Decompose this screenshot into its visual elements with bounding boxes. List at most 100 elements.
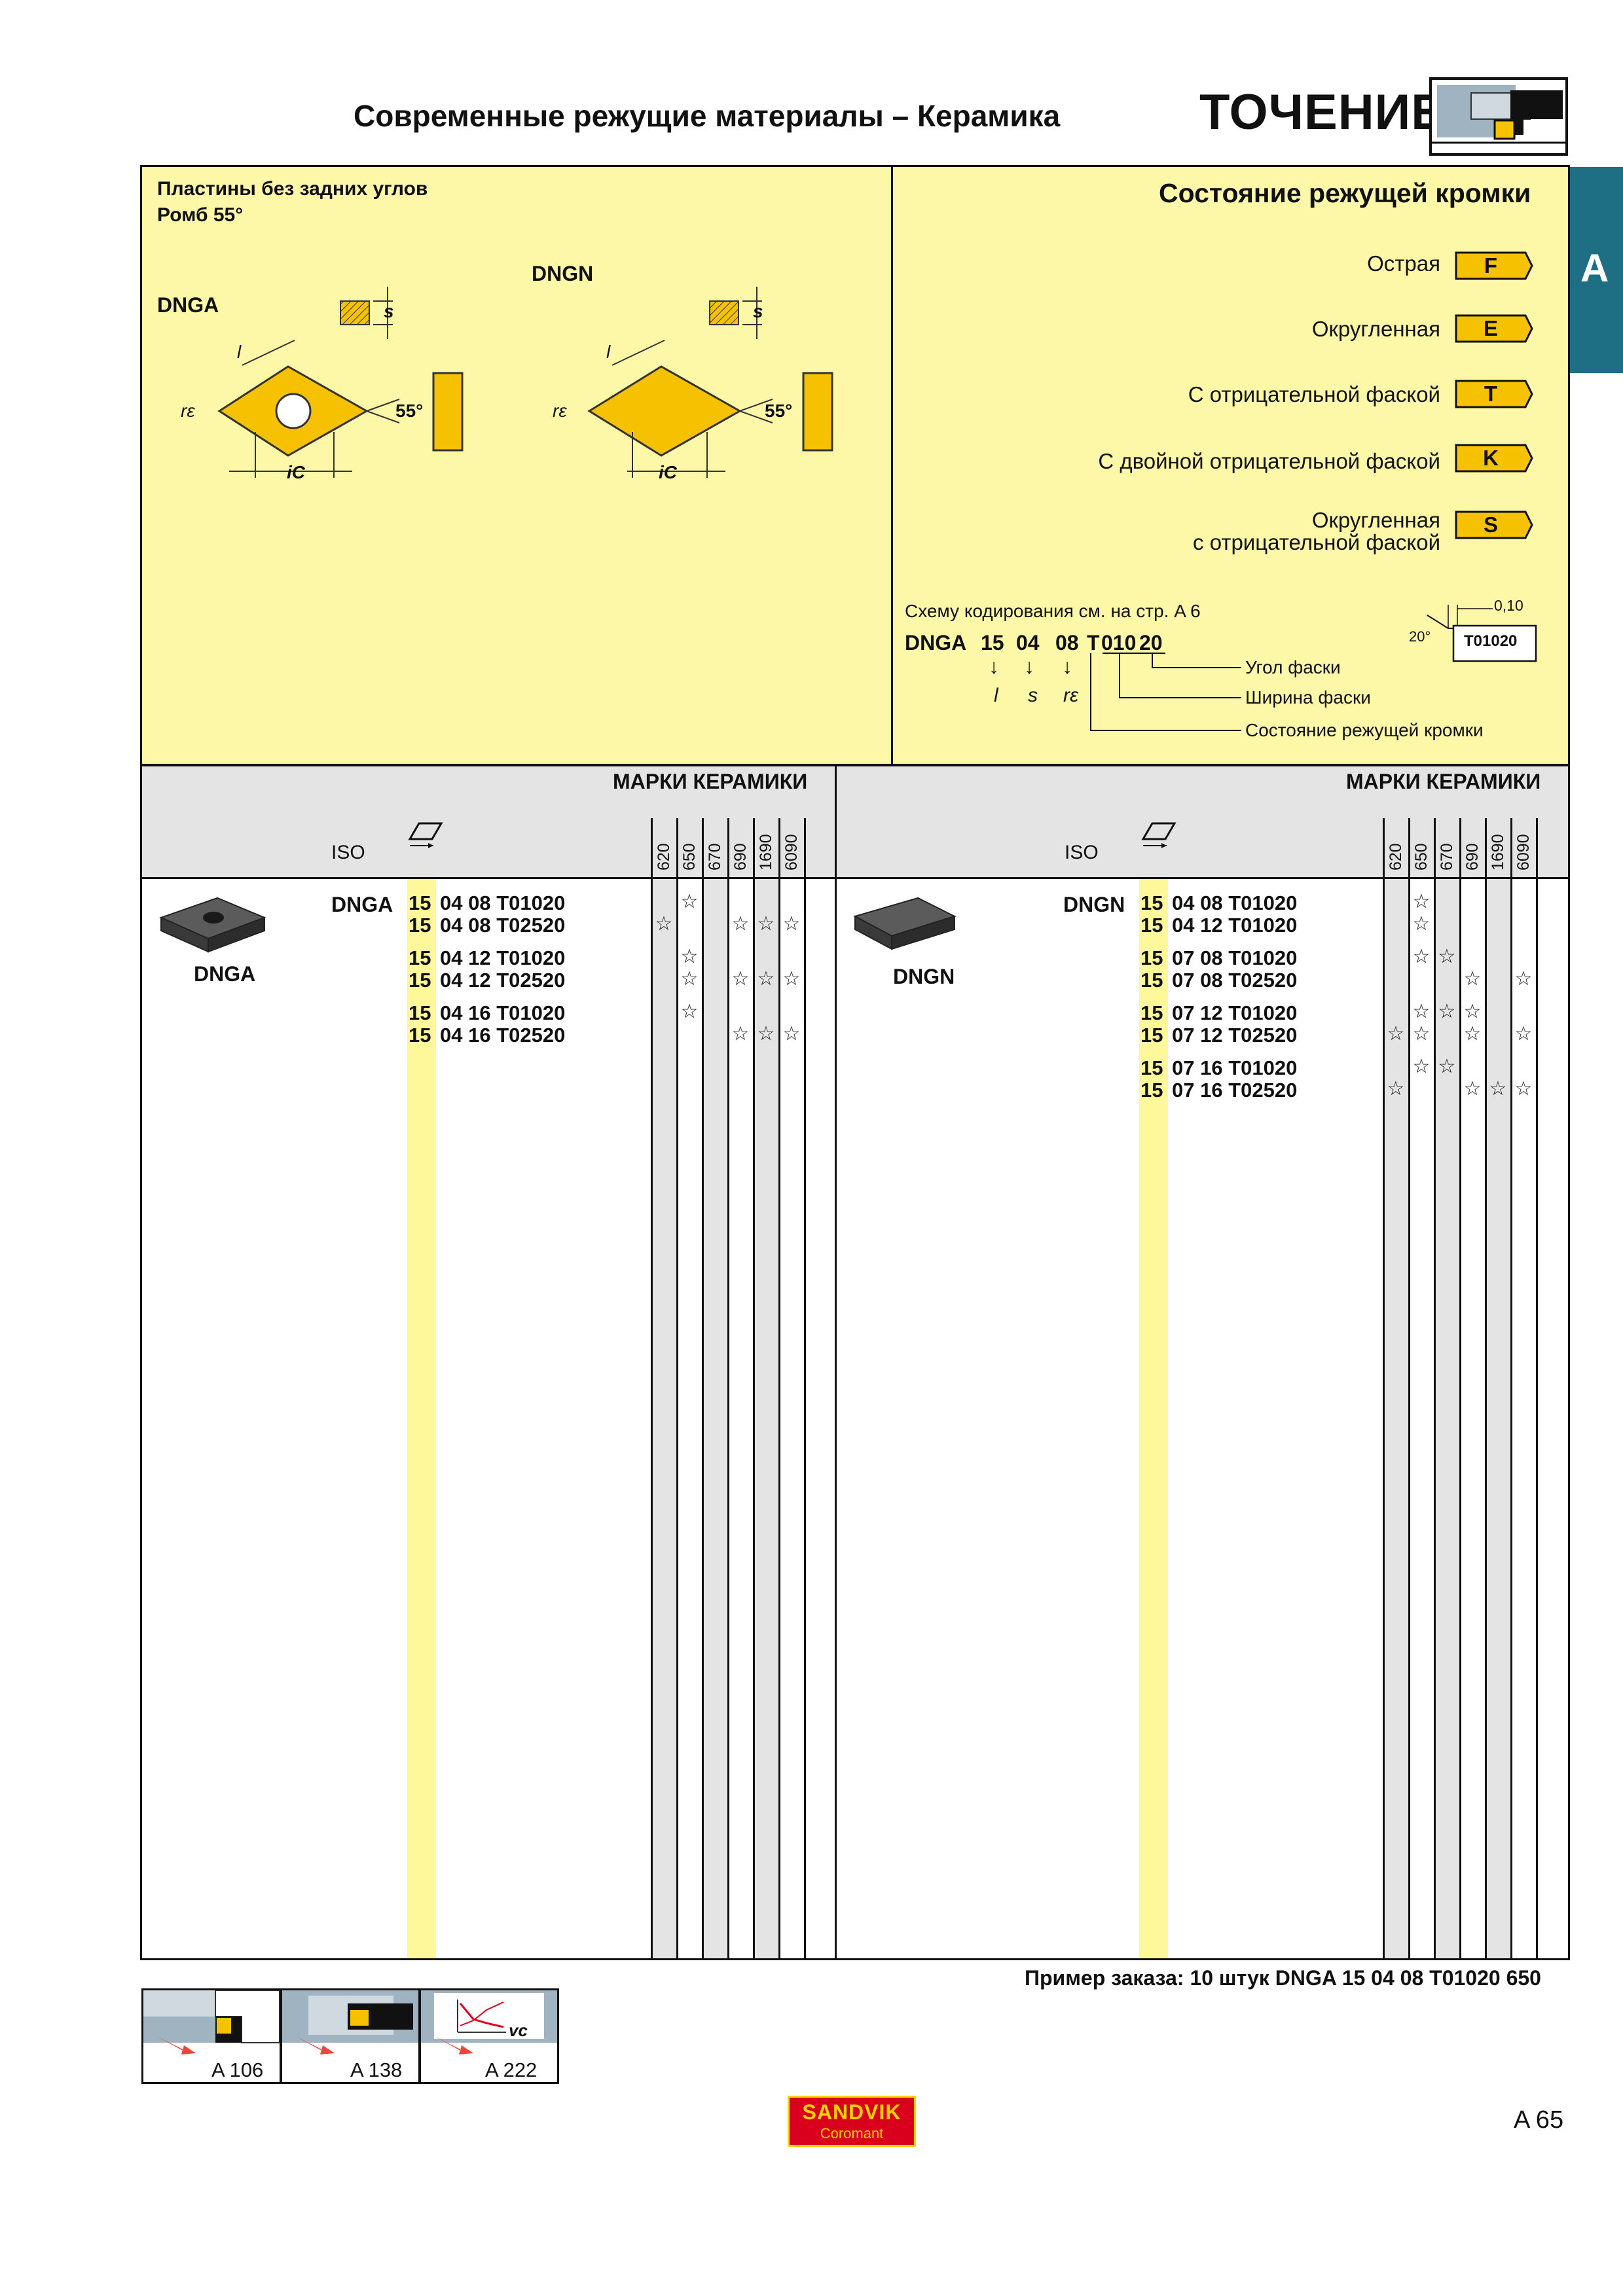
right-grade-mark: ☆ [1514, 1023, 1533, 1045]
left-grade-mark: ☆ [731, 968, 750, 990]
insert2-angle: 55° [765, 401, 793, 421]
right-grade-col-fill [1383, 877, 1408, 1960]
left-grade-mark: ☆ [782, 1023, 801, 1045]
insert1-name: DNGA [157, 293, 219, 317]
insert1-angle: 55° [395, 401, 424, 421]
right-grade-mark: ☆ [1412, 913, 1431, 935]
right-grade-mark: ☆ [1412, 891, 1431, 912]
right-grade-label: 650 [1412, 843, 1431, 870]
right-image-label: DNGN [893, 965, 955, 988]
order-example: Пример заказа: 10 штук DNGA 15 04 08 T01… [1025, 1966, 1541, 1990]
coding-arrow-s: ↓ [1024, 655, 1034, 678]
right-grade-label: 620 [1387, 843, 1405, 870]
coding-note: Схему кодирования см. на стр. A 6 [905, 601, 1201, 621]
left-grade-mark: ☆ [757, 913, 775, 935]
page-title: ТОЧЕНИЕ [1199, 84, 1445, 140]
left-row-size: 15 [409, 1001, 431, 1024]
left-row-code: 04 08 T02520 [440, 914, 566, 937]
edge-label-chamfer: С отрицательной фаской [1188, 382, 1440, 406]
right-grade-mark: ☆ [1514, 968, 1533, 990]
insert1-dim-ic: iC [287, 462, 305, 482]
insert-heading-line2: Ромб 55° [157, 204, 244, 226]
coding-sym-s: s [1028, 685, 1038, 706]
right-row-size: 15 [1140, 1001, 1163, 1024]
section-tab[interactable]: A [1570, 167, 1623, 373]
coding-legend-condition: Состояние режущей кромки [1245, 720, 1484, 740]
right-grade-col-line [1459, 818, 1461, 1960]
nav-cutting-data-icon [421, 1990, 557, 2054]
left-grade-mark: ☆ [757, 1023, 775, 1045]
right-row-size: 15 [1140, 891, 1163, 914]
left-row-code: 04 12 T01020 [440, 946, 566, 969]
nav-label-a106: A 106 [211, 2058, 264, 2081]
left-grade-col-line [651, 818, 653, 1960]
coding-connector-lines [1090, 653, 1241, 731]
left-grade-label: 650 [680, 843, 699, 870]
right-row-code: 04 12 T01020 [1172, 914, 1298, 937]
right-grade-col-line [1434, 818, 1436, 1960]
right-grade-mark: ☆ [1412, 1023, 1431, 1045]
right-row-size: 15 [1140, 1056, 1163, 1079]
left-grade-label: 620 [655, 843, 673, 870]
table-header-band [140, 764, 1570, 877]
left-grade-label: 1690 [757, 834, 775, 870]
nav-label-a138: A 138 [350, 2058, 403, 2081]
section-tab-label: A [1580, 246, 1609, 290]
right-grade-col-line [1536, 818, 1538, 1960]
left-grades-heading: МАРКИ КЕРАМИКИ [613, 770, 808, 793]
insert-heading-line1: Пластины без задних углов [157, 178, 428, 200]
coding-sym-r: rε [1063, 685, 1079, 706]
edge-heading: Состояние режущей кромки [1159, 178, 1531, 208]
edge-label-honed: Округленная [1311, 317, 1440, 341]
right-grade-mark: ☆ [1463, 968, 1482, 990]
coding-part-7: 20 [1139, 631, 1163, 655]
edge-label-sharp: Острая [1367, 251, 1440, 276]
right-grade-mark: ☆ [1463, 1001, 1482, 1022]
left-grade-col-line [753, 818, 755, 1960]
right-grade-col-line [1485, 818, 1487, 1960]
left-grade-col-line [727, 818, 729, 1960]
insert1-dim-s: s [384, 301, 394, 321]
right-grade-mark: ☆ [1514, 1078, 1533, 1100]
right-row-size: 15 [1140, 914, 1163, 937]
dngn-insert-drawing [587, 287, 833, 478]
coding-legend-width: Ширина фаски [1245, 687, 1371, 708]
left-row-size: 15 [409, 1024, 431, 1047]
right-iso-label: ISO [1065, 842, 1099, 863]
nav-link-a106[interactable]: A 106 [141, 1988, 282, 2084]
left-grade-col-line [702, 818, 704, 1960]
coding-part-2: 15 [981, 631, 1004, 655]
left-row-code: 04 08 T01020 [440, 891, 566, 914]
insert2-dim-r: rε [553, 401, 567, 421]
coding-part-3: 04 [1016, 631, 1040, 655]
left-grade-label: 690 [731, 843, 750, 870]
left-grade-mark: ☆ [680, 1001, 699, 1022]
edge-flag-E: E [1455, 314, 1533, 343]
insert1-dim-r: rε [181, 401, 195, 421]
right-row-code: 07 08 T02520 [1172, 969, 1298, 992]
right-grade-mark: ☆ [1412, 1056, 1431, 1077]
right-row-size: 15 [1140, 969, 1163, 992]
page-number: A 65 [1514, 2106, 1564, 2134]
left-grade-mark: ☆ [782, 968, 801, 990]
nav-label-a222: A 222 [485, 2058, 538, 2081]
left-row-size: 15 [409, 891, 431, 914]
right-row-size: 15 [1140, 1024, 1163, 1047]
left-row-size: 15 [409, 946, 431, 969]
edge-label-honed-chamfer-2: с отрицательной фаской [1193, 530, 1440, 554]
left-size-column [407, 877, 436, 1960]
nav-link-a222[interactable]: vc A 222 [419, 1988, 559, 2084]
logo-line1: SANDVIK [802, 2100, 902, 2124]
insert2-name: DNGN [532, 262, 594, 285]
insert1-dim-l: l [237, 342, 242, 362]
coding-legend-angle: Угол фаски [1245, 657, 1341, 677]
right-grade-mark: ☆ [1412, 1001, 1431, 1022]
logo-line2: Coromant [820, 2125, 884, 2142]
left-grade-mark: ☆ [680, 891, 699, 912]
left-grade-col-fill [753, 877, 778, 1960]
insert2-dim-ic: iC [659, 462, 677, 482]
nav-tool-icon-1 [143, 1990, 280, 2054]
page-subtitle: Современные режущие материалы – Керамика [354, 99, 1061, 133]
coding-arrow-l: ↓ [989, 655, 999, 678]
nav-link-a138[interactable]: A 138 [280, 1988, 420, 2084]
